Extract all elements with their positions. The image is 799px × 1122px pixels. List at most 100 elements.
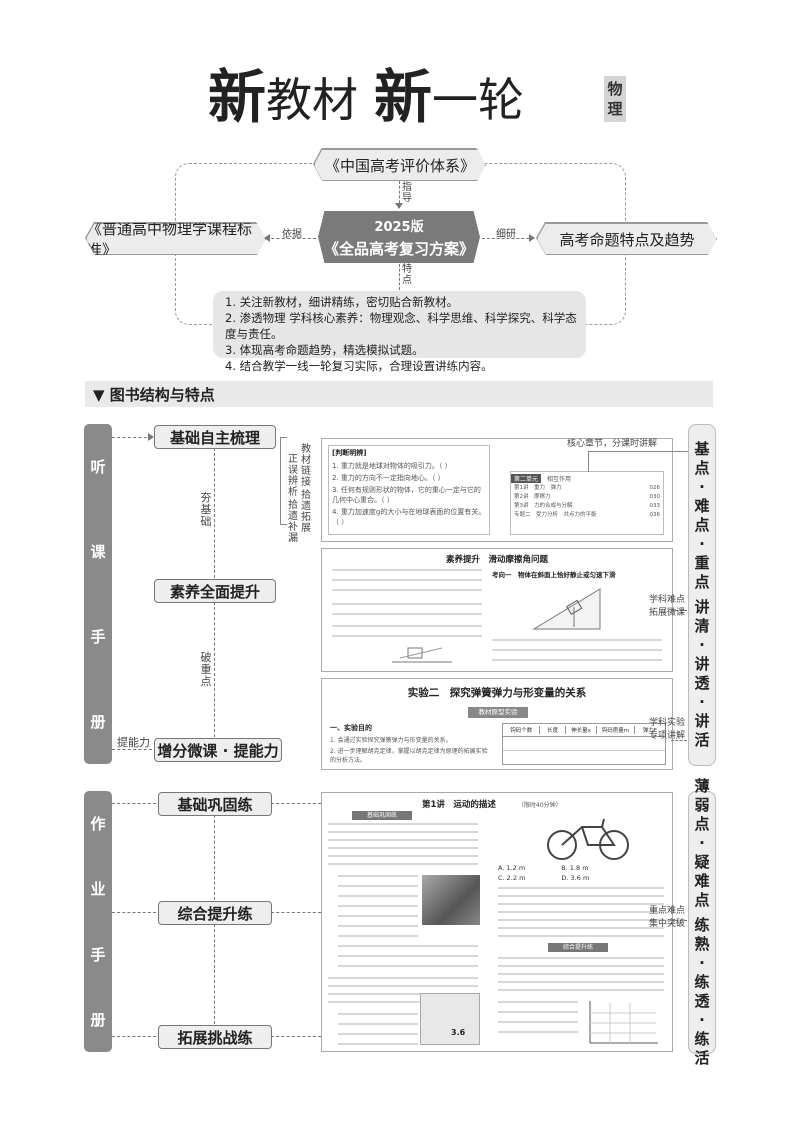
map-score: 3.6 [451,1028,466,1037]
section-header: ▼ 图书结构与特点 [85,381,713,407]
title-xin-1: 新 [208,63,267,131]
feature-item: 4. 结合教学一线一轮复习实际，合理设置讲练内容。 [225,359,493,373]
callout-special: 专项讲解 [649,731,686,741]
arrow-left-icon [264,234,270,242]
side-char: 点 [694,516,710,534]
judgement-item: 2. 重力的方向不一定指向地心。（ ） [332,474,445,482]
side-char: 讲 [694,655,710,673]
node-basic-practice: 基础巩固练 [158,792,272,816]
listen-right-tab: 基 点 · 难 点 · 重 点 讲 清 · 讲 透 · 讲 活 [688,424,716,766]
node-challenge-practice: 拓展挑战练 [158,1025,272,1049]
practice-right-tab: 薄 弱 点 · 疑 难 点 练 熟 · 练 透 · 练 活 [688,777,716,1067]
answer-option: C. 2.2 m [498,874,526,882]
toc-page: 030 [649,494,661,500]
side-char: 难 [694,497,710,515]
practice-banner-comprehensive: 综合提升练 [548,943,608,952]
side-char: 点 [694,815,710,833]
panel2-subtitle: 考向一 物体在斜面上恰好静止或匀速下滑 [492,571,616,579]
feature-item: 3. 体现高考命题趋势，精选模拟试题。 [225,343,424,357]
side-char: 点 [694,573,710,591]
incline-diagram-icon [532,588,601,630]
bracket-label: 拾遗补漏 [288,500,298,544]
toc-page: 036 [649,512,661,518]
label-curriculum-standard: 《普通高中物理学课程标准》 [86,223,266,255]
arrow-label-study: 细研 [496,229,516,240]
arrow-down-icon [395,203,403,209]
bracket-label: 拾遗拓展 [301,490,311,534]
title-jiaocai: 教材 [266,73,359,127]
side-char: 清 [694,617,710,635]
toc-unit-subtitle: 相互作用 [547,475,572,483]
table-header: 长度 [540,726,566,734]
side-char: 手 [90,945,106,964]
side-char: · [699,636,705,654]
side-char: 练 [694,916,710,934]
panel-literacy-boost: 素养提升 滑动摩擦角问题 考向一 物体在斜面上恰好静止或匀速下滑 [321,548,673,672]
arrow-label-basis: 依据 [282,229,302,240]
bracket-label: 教材链接 [301,444,311,488]
arrow-label-features: 特点 [402,264,412,286]
graph-icon [589,1001,658,1044]
side-char: 点 [694,891,710,909]
side-char: · [699,535,705,553]
panel-experiment: 实验二 探究弹簧弹力与形变量的关系 教材原型实验 一、实验目的 1. 会通过实验… [321,678,673,770]
judgement-heading: [判断明辨] [332,449,367,457]
callout-experiment: 学科实验 [649,718,686,728]
arrow-right-icon [148,433,154,441]
side-char: 透 [694,674,710,692]
practice-time-limit: （限时40分钟） [518,802,562,809]
experiment-line: 1. 会通过实验探究弹簧弹力与形变量的关系。 [330,737,452,744]
table-header: 钩码质量m [597,726,635,734]
side-char: 活 [694,731,710,749]
judgement-item: 3. 任何有规则形状的物体，它的重心一定与它的几何中心重合。（ ） [332,486,481,504]
side-char: 讲 [694,598,710,616]
side-char: 作 [90,815,106,834]
side-char: · [699,954,705,972]
callout-core-chapters: 核心章节，分课时讲解 [567,439,658,449]
judgement-item: 1. 重力就是地球对物体的吸引力。（ ） [332,462,452,470]
book-edition: 2025版 [374,220,424,235]
panel-basic-review: [判断明辨] 1. 重力就是地球对物体的吸引力。（ ） 2. 重力的方向不一定指… [321,438,673,542]
toc-item: 第2讲 摩擦力 [514,494,551,500]
node-comprehensive-practice: 综合提升练 [158,901,272,925]
callout-line [588,451,689,472]
label-evaluation-system: 《中国高考评价体系》 [314,149,486,181]
side-char: · [699,834,705,852]
experiment-line: 2. 进一步理解胡克定律，掌握以胡克定律为原理的拓展实验的分析方法。 [330,748,488,764]
node-literacy-boost: 素养全面提升 [154,579,276,603]
answer-option: A. 1.2 m [498,864,526,872]
side-char: 重 [694,554,710,572]
side-char: 讲 [694,712,710,730]
side-char: 薄 [694,777,710,795]
side-char: 点 [694,459,710,477]
callout-micro-lesson: 拓展微课 [649,608,686,618]
judgement-box: [判断明辨] 1. 重力就是地球对物体的吸引力。（ ） 2. 重力的方向不一定指… [328,445,490,535]
center-book-title: 2025版 《全品高考复习方案》 [318,211,480,263]
side-char: 疑 [694,853,710,871]
book-name: 《全品高考复习方案》 [323,240,474,258]
page-title: 新 教材 新 一轮 [208,62,524,134]
block-diagram-icon [392,647,452,663]
practice-banner-basic: 基础巩固练 [352,811,412,820]
side-char: · [699,478,705,496]
bracket [280,437,287,525]
callout-key-points: 重点难点 [649,906,686,916]
answer-option: B. 1.8 m [561,864,589,872]
listen-handbook-tab: 听 课 手 册 [84,424,112,764]
callout-focus: 集中突破 [649,919,686,929]
experiment-banner: 教材原型实验 [468,707,528,718]
experiment-section: 一、实验目的 [330,724,372,732]
feature-item: 2. 渗透物理 学科核心素养：物理观念、科学思维、科学探究、科学态度与责任。 [225,311,577,341]
side-char: 手 [90,628,106,646]
link-label-foundation: 夯基础 [200,491,212,528]
toc-page: 026 [649,485,661,491]
side-char: 熟 [694,935,710,953]
map-image: 3.6 [420,993,480,1045]
node-micro-lesson: 增分微课 · 提能力 [154,738,282,762]
experiment-title: 实验二 探究弹簧弹力与形变量的关系 [407,687,587,699]
callout-difficulty: 学科难点 [649,595,686,605]
side-char: 透 [694,992,710,1010]
table-header: 伸长量x [566,726,598,734]
subject-badge: 物理 [604,76,626,122]
side-char: 业 [90,880,106,899]
